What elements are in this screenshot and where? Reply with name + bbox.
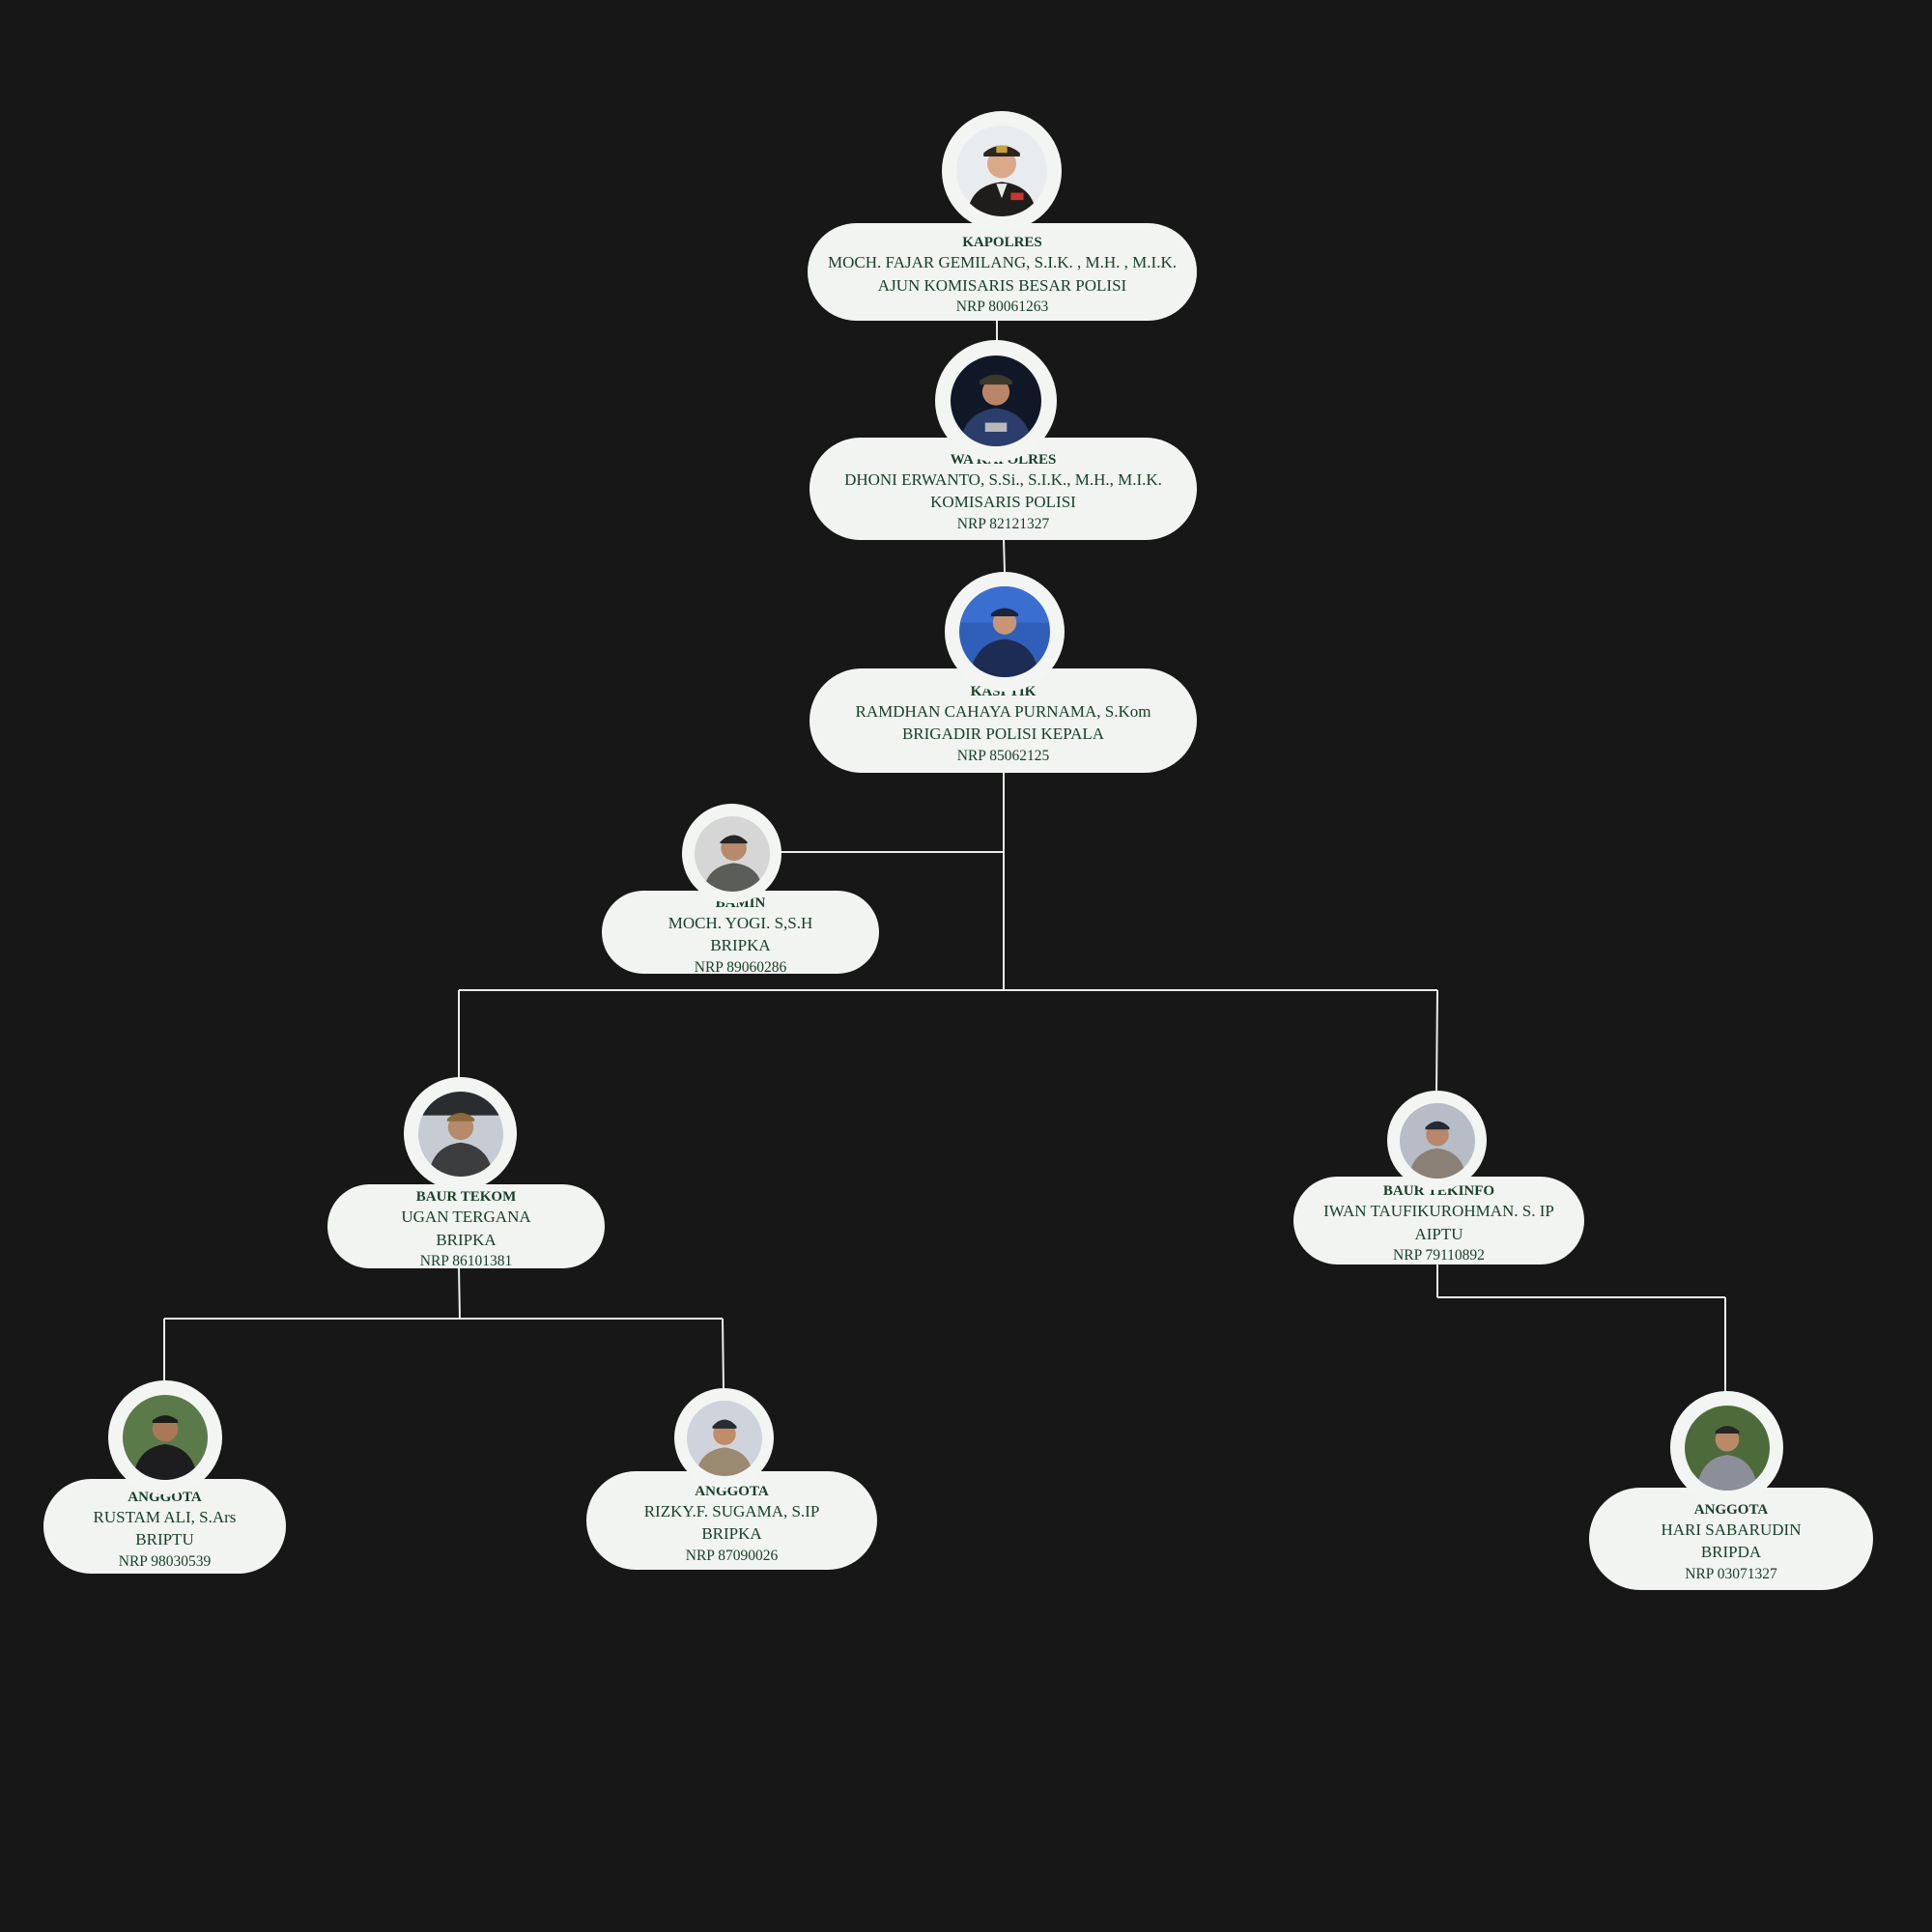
role-label: ANGGOTA [695, 1483, 769, 1499]
connector-baurtekom-down [458, 1266, 461, 1320]
person-name: RUSTAM ALI, S.Ars [93, 1507, 237, 1526]
person-photo-icon [959, 586, 1050, 677]
person-name: IWAN TAUFIKUROHMAN. S. IP [1323, 1202, 1554, 1221]
avatar-baurtekinfo[interactable] [1387, 1091, 1487, 1190]
avatar-anggota-1[interactable] [108, 1380, 222, 1494]
connector-to-baurtekinfo [1435, 989, 1438, 1094]
role-label: ANGGOTA [1693, 1501, 1769, 1518]
role-label: BAUR TEKOM [415, 1189, 517, 1206]
connector-wakapolres-kasitik [1003, 538, 1006, 573]
role-label: BAUR TEKINFO [1382, 1183, 1495, 1200]
person-nrp: NRP 98030539 [118, 1552, 212, 1570]
person-photo-icon [951, 355, 1041, 446]
person-nrp: NRP 86101381 [419, 1253, 513, 1270]
avatar-kapolres[interactable] [942, 111, 1062, 231]
person-rank: BRIPKA [710, 936, 771, 955]
card-anggota-3[interactable]: ANGGOTA HARI SABARUDIN BRIPDA NRP 030713… [1589, 1488, 1873, 1590]
avatar-baurtekom[interactable] [404, 1077, 517, 1190]
person-name: RIZKY.F. SUGAMA, S.IP [643, 1501, 820, 1520]
person-rank: BRIPKA [701, 1524, 762, 1544]
person-nrp: NRP 03071327 [1685, 1565, 1777, 1582]
person-nrp: NRP 89060286 [694, 958, 787, 976]
person-rank: KOMISARIS POLISI [930, 493, 1076, 512]
person-rank: BRIPKA [436, 1230, 497, 1249]
person-photo-icon [1399, 1102, 1475, 1179]
person-rank: AJUN KOMISARIS BESAR POLISI [877, 275, 1127, 295]
person-photo-icon [1684, 1405, 1770, 1491]
person-nrp: NRP 79110892 [1393, 1247, 1485, 1264]
person-name: HARI SABARUDIN [1661, 1520, 1802, 1539]
person-photo-icon [956, 126, 1047, 216]
person-photo-icon [417, 1091, 503, 1177]
avatar-anggota-3[interactable] [1670, 1391, 1783, 1504]
card-baurtekom[interactable]: BAUR TEKOM UGAN TERGANA BRIPKA NRP 86101… [327, 1184, 605, 1270]
person-name: RAMDHAN CAHAYA PURNAMA, S.Kom [855, 701, 1151, 721]
connector-to-anggota2 [722, 1318, 724, 1392]
role-label: KAPOLRES [962, 235, 1042, 251]
person-nrp: NRP 80061263 [955, 298, 1049, 316]
person-nrp: NRP 85062125 [956, 747, 1050, 764]
person-photo-icon [123, 1395, 208, 1480]
card-anggota-2[interactable]: ANGGOTA RIZKY.F. SUGAMA, S.IP BRIPKA NRP… [586, 1471, 877, 1570]
person-name: DHONI ERWANTO, S.Si., S.I.K., M.H., M.I.… [844, 469, 1162, 489]
person-rank: BRIGADIR POLISI KEPALA [901, 724, 1105, 744]
card-anggota-1[interactable]: ANGGOTA RUSTAM ALI, S.Ars BRIPTU NRP 980… [43, 1479, 286, 1574]
avatar-bamin[interactable] [682, 804, 781, 903]
card-bamin[interactable]: BAMIN MOCH. YOGI. S,S.H BRIPKA NRP 89060… [602, 891, 879, 976]
person-name: UGAN TERGANA [401, 1208, 531, 1227]
person-nrp: NRP 82121327 [956, 515, 1050, 532]
role-label: ANGGOTA [128, 1489, 202, 1505]
avatar-anggota-2[interactable] [674, 1388, 774, 1488]
person-photo-icon [694, 815, 770, 892]
person-rank: AIPTU [1414, 1224, 1463, 1243]
person-rank: BRIPTU [135, 1530, 194, 1549]
person-photo-icon [686, 1400, 762, 1476]
avatar-wakapolres[interactable] [935, 340, 1057, 462]
person-rank: BRIPDA [1700, 1543, 1762, 1562]
card-baurtekinfo[interactable]: BAUR TEKINFO IWAN TAUFIKUROHMAN. S. IP A… [1293, 1177, 1584, 1264]
person-name: MOCH. FAJAR GEMILANG, S.I.K. , M.H. , M.… [828, 253, 1177, 272]
avatar-kasitik[interactable] [945, 572, 1065, 692]
person-name: MOCH. YOGI. S,S.H [668, 913, 813, 932]
person-nrp: NRP 87090026 [685, 1547, 779, 1564]
card-kapolres[interactable]: KAPOLRES MOCH. FAJAR GEMILANG, S.I.K. , … [808, 223, 1197, 321]
